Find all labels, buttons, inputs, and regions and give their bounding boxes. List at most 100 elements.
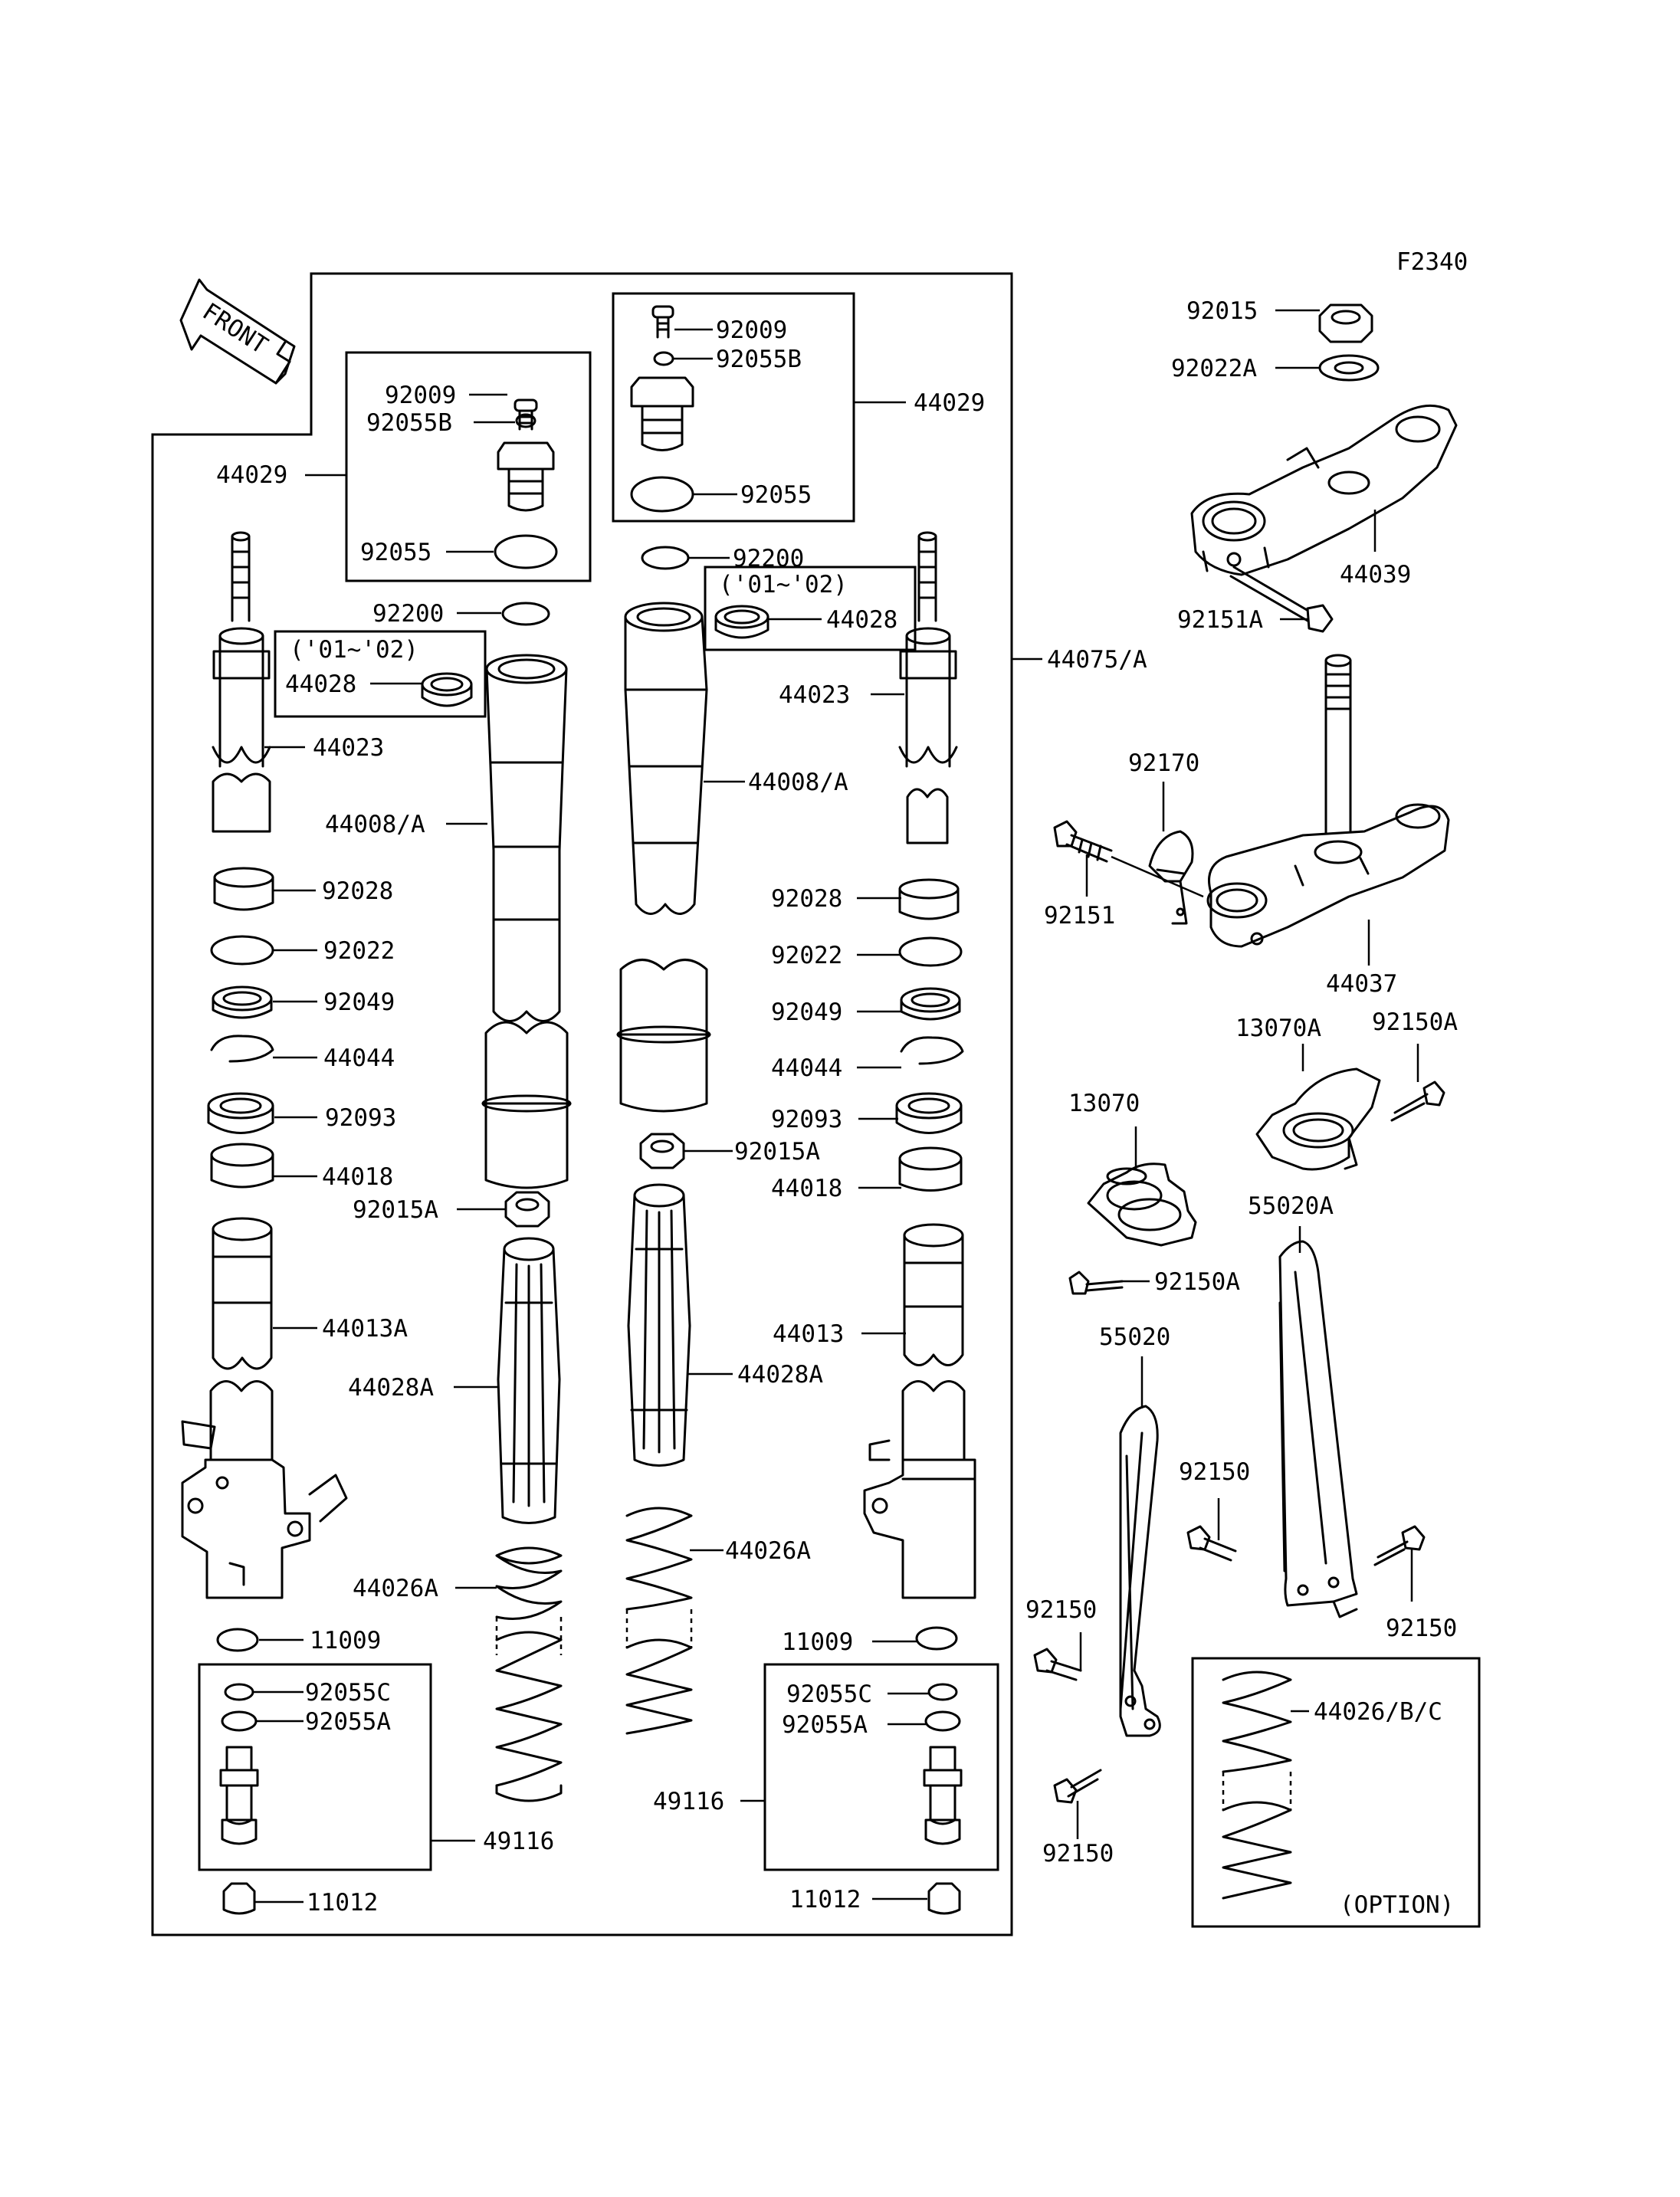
left-bush-44018-part bbox=[210, 1143, 274, 1189]
left-cap-oring-part bbox=[494, 534, 558, 569]
label-l-92055B: 92055B bbox=[366, 409, 452, 437]
label-l-92055A: 92055A bbox=[305, 1708, 391, 1736]
right-oring-92055C-part bbox=[927, 1683, 958, 1701]
fork-guard-55020-part bbox=[1119, 1405, 1161, 1737]
label-r-11009: 11009 bbox=[782, 1628, 853, 1656]
left-guide-bush-part bbox=[213, 867, 274, 911]
label-l-92055: 92055 bbox=[360, 539, 431, 566]
label-c-49116: 49116 bbox=[653, 1788, 724, 1815]
year-note-left: ('01~'02) bbox=[290, 636, 418, 664]
cable-guide-92170-part bbox=[1148, 830, 1194, 925]
label-r-92028: 92028 bbox=[771, 885, 842, 913]
option-spring-box bbox=[1191, 1657, 1481, 1928]
label-t-92150A: 92150A bbox=[1154, 1268, 1240, 1296]
label-c-92200: 92200 bbox=[733, 545, 804, 572]
left-fork-spring-part bbox=[495, 1546, 563, 1802]
left-axle-holder-part bbox=[181, 1380, 348, 1599]
upper-clamp-44039-part bbox=[1190, 404, 1458, 576]
label-c-92015A: 92015A bbox=[734, 1138, 820, 1166]
leader-lines bbox=[253, 309, 1419, 1904]
right-damper-rod-part bbox=[898, 531, 958, 844]
left-washer-part bbox=[501, 602, 550, 626]
right-year-collar-part bbox=[714, 605, 769, 639]
label-c-92055: 92055 bbox=[740, 481, 812, 509]
right-gasket-11009-part bbox=[915, 1626, 958, 1651]
fork-guard-55020A-part bbox=[1278, 1240, 1358, 1618]
label-l-11012: 11012 bbox=[307, 1889, 378, 1917]
left-base-valve-part bbox=[219, 1746, 259, 1845]
label-c-44029: 44029 bbox=[914, 389, 985, 417]
label-l-11009: 11009 bbox=[310, 1627, 381, 1654]
label-r-44013: 44013 bbox=[773, 1320, 844, 1348]
label-l-92200: 92200 bbox=[372, 600, 444, 628]
label-c-44026A: 44026A bbox=[725, 1537, 811, 1565]
label-t-44037: 44037 bbox=[1326, 970, 1397, 998]
right-oring-92055A-part bbox=[924, 1710, 961, 1732]
label-r-92049: 92049 bbox=[771, 998, 842, 1026]
stem-nut-92015-part bbox=[1318, 303, 1373, 343]
label-l-44029: 44029 bbox=[216, 461, 287, 489]
label-r-44044: 44044 bbox=[771, 1054, 842, 1082]
front-arrow: FRONT bbox=[179, 278, 296, 385]
center-outer-tube-part bbox=[616, 602, 711, 1113]
stem-washer-92022A-part bbox=[1318, 354, 1380, 382]
label-t-13070A: 13070A bbox=[1235, 1015, 1321, 1042]
label-t-92150-d: 92150 bbox=[1042, 1840, 1114, 1867]
label-t-92151A: 92151A bbox=[1177, 606, 1263, 634]
right-drain-bolt-part bbox=[927, 1882, 961, 1915]
label-l-44008A: 44008/A bbox=[325, 811, 425, 838]
frames bbox=[151, 272, 1481, 1936]
label-l-44026A: 44026A bbox=[353, 1575, 438, 1602]
label-t-92150A-top: 92150A bbox=[1372, 1008, 1458, 1036]
right-dust-seal-part bbox=[895, 1092, 963, 1134]
bolt-92150A-top-part bbox=[1390, 1080, 1445, 1122]
label-t-92151: 92151 bbox=[1044, 902, 1115, 930]
label-t-92150-b: 92150 bbox=[1386, 1615, 1457, 1642]
center-fork-cap-part bbox=[630, 376, 694, 451]
label-r-92055A: 92055A bbox=[782, 1711, 868, 1739]
bolt-92150-b-part bbox=[1373, 1525, 1426, 1566]
left-inner-tube-part bbox=[481, 654, 572, 1189]
center-fork-parts bbox=[616, 305, 711, 1735]
left-damper-rod-part bbox=[212, 531, 271, 833]
left-stop-ring-part bbox=[210, 1035, 274, 1063]
label-c-44008A: 44008/A bbox=[748, 769, 848, 796]
bolt-92150-a-part bbox=[1186, 1525, 1237, 1562]
bolt-92150-d-part bbox=[1053, 1769, 1102, 1804]
label-l-44028A: 44028A bbox=[348, 1374, 434, 1402]
label-l-49116: 49116 bbox=[483, 1828, 554, 1855]
label-r-44075A: 44075/A bbox=[1047, 646, 1147, 674]
main-assembly-frame bbox=[151, 272, 1013, 1936]
label-l-92093: 92093 bbox=[325, 1104, 396, 1132]
label-r-11012: 11012 bbox=[789, 1886, 861, 1913]
label-t-44026BC: 44026/B/C bbox=[1314, 1698, 1442, 1726]
right-fork-parts bbox=[714, 531, 976, 1915]
center-small-oring-part bbox=[653, 351, 674, 366]
right-guide-bush-part bbox=[898, 878, 960, 920]
label-l-92009: 92009 bbox=[385, 382, 456, 409]
center-spring-guide-part bbox=[627, 1183, 691, 1467]
label-t-55020: 55020 bbox=[1099, 1323, 1170, 1351]
stem-bolt-92151-part bbox=[1053, 820, 1204, 898]
bolt-92150-c-part bbox=[1033, 1648, 1082, 1681]
label-c-92055B: 92055B bbox=[716, 346, 802, 373]
label-l-92049: 92049 bbox=[323, 989, 395, 1016]
label-r-92093: 92093 bbox=[771, 1106, 842, 1133]
right-axle-holder-part bbox=[863, 1380, 976, 1599]
left-dust-seal-part bbox=[207, 1092, 274, 1134]
center-cap-box bbox=[612, 292, 855, 523]
label-c-44028A: 44028A bbox=[737, 1361, 823, 1389]
label-t-55020A: 55020A bbox=[1248, 1192, 1334, 1220]
steering-parts bbox=[1033, 303, 1458, 1900]
label-t-92015: 92015 bbox=[1186, 297, 1258, 325]
left-year-collar-part bbox=[421, 672, 473, 707]
right-year-box bbox=[704, 566, 917, 651]
right-bush-44018-part bbox=[898, 1146, 963, 1192]
label-t-92022A: 92022A bbox=[1171, 355, 1257, 382]
part-number-labels: F2340 92009 92055B 44029 92055 92200 ('0… bbox=[216, 248, 1468, 1919]
label-r-44018: 44018 bbox=[771, 1175, 842, 1202]
right-stop-ring-part bbox=[900, 1036, 964, 1065]
bolt-92150A-part bbox=[1068, 1271, 1124, 1295]
left-oring-92055C-part bbox=[224, 1683, 254, 1701]
